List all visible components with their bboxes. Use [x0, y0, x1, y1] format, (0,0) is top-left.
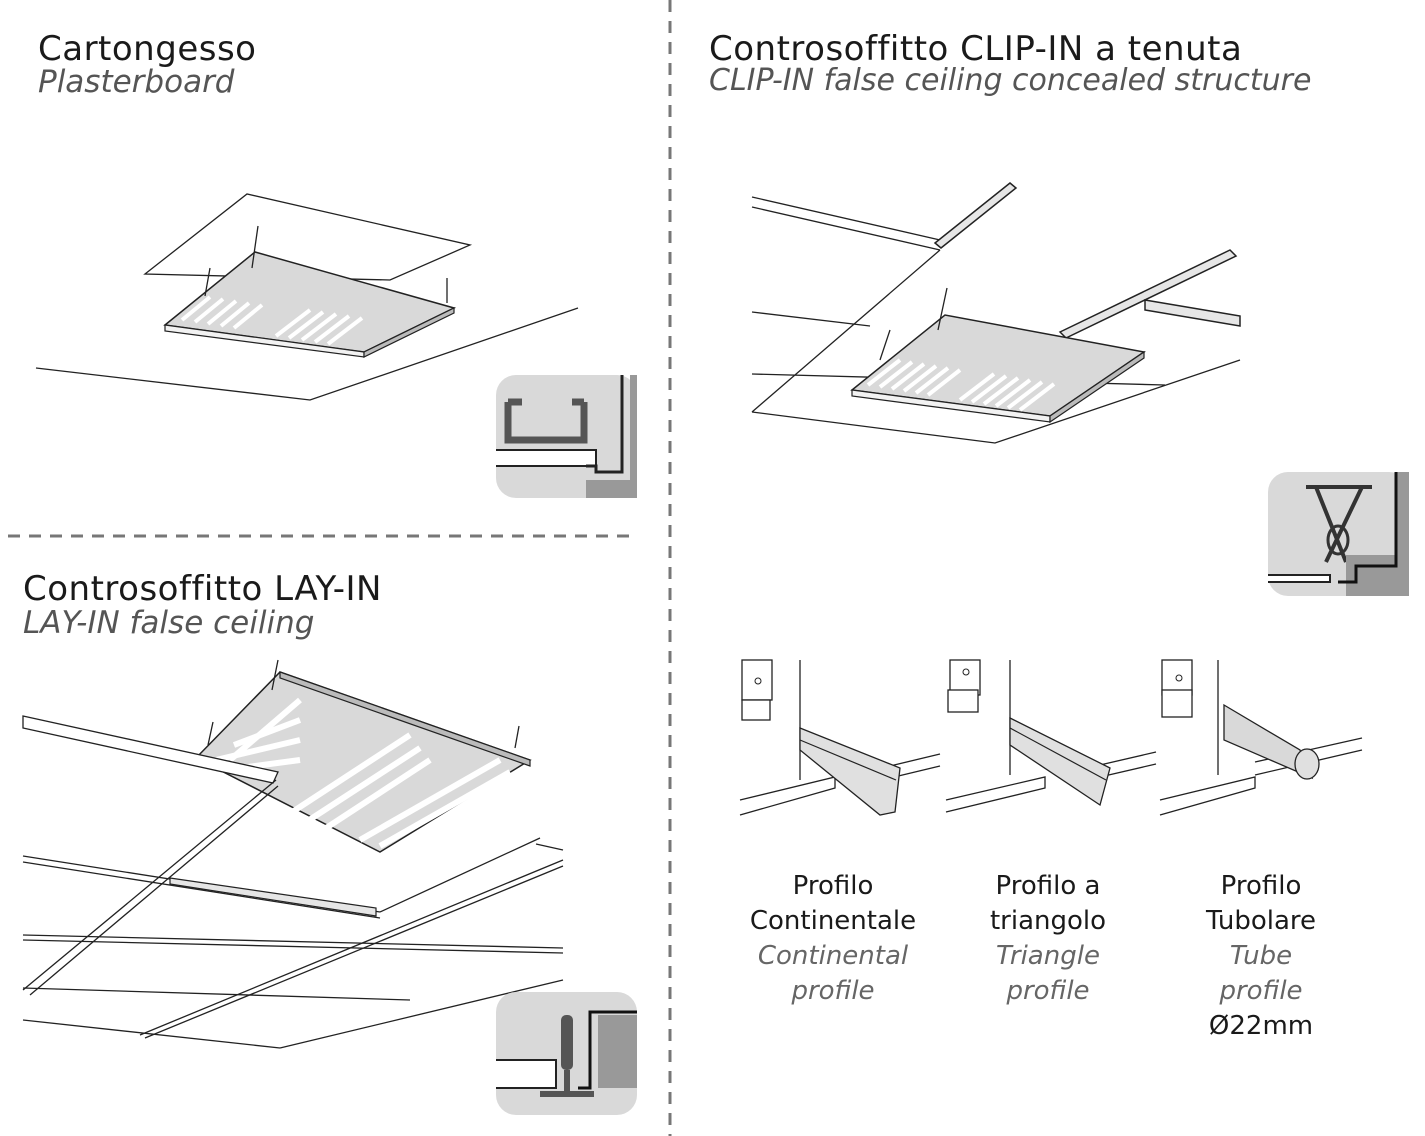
triangle-profile-name-it-1: Profilo a [995, 871, 1101, 901]
luminaire-clip-in [850, 287, 1146, 424]
clip-in-title: Controsoffitto CLIP-IN a tenuta [709, 29, 1243, 69]
continental-profile-name-en-1: Continental [757, 941, 909, 971]
continental-profile-caption: Profilo Continentale Continental profile [713, 869, 953, 1009]
luminaire-plasterboard [163, 225, 457, 358]
tube-profile-name-it-1: Profilo [1220, 871, 1302, 901]
plasterboard-title: Cartongesso [38, 29, 257, 69]
tube-profile-name-en-1: Tube [1229, 941, 1293, 971]
luminaire-lay-in [194, 659, 532, 853]
lay-in-subtitle: LAY-IN false ceiling [23, 605, 315, 641]
continental-profile-name-it-2: Continentale [749, 906, 917, 936]
tube-profile-name-it-2: Tubolare [1205, 906, 1317, 936]
triangle-profile-name-en-2: profile [1006, 976, 1090, 1006]
clip-in-subtitle: CLIP-IN false ceiling concealed structur… [709, 63, 1312, 98]
triangle-profile-caption: Profilo a triangolo Triangle profile [928, 869, 1168, 1009]
continental-profile-name-it-1: Profilo [792, 871, 874, 901]
plasterboard-subtitle: Plasterboard [38, 64, 235, 100]
tube-profile-name-en-2: profile [1219, 976, 1303, 1006]
tube-profile-size: Ø22mm [1208, 1011, 1314, 1041]
triangle-profile-name-en-1: Triangle [996, 941, 1100, 971]
triangle-profile-name-it-2: triangolo [989, 906, 1107, 936]
continental-profile-name-en-2: profile [791, 976, 875, 1006]
lay-in-title: Controsoffitto LAY-IN [23, 569, 382, 609]
tube-profile-caption: Profilo Tubolare Tube profile Ø22mm [1141, 869, 1381, 1044]
